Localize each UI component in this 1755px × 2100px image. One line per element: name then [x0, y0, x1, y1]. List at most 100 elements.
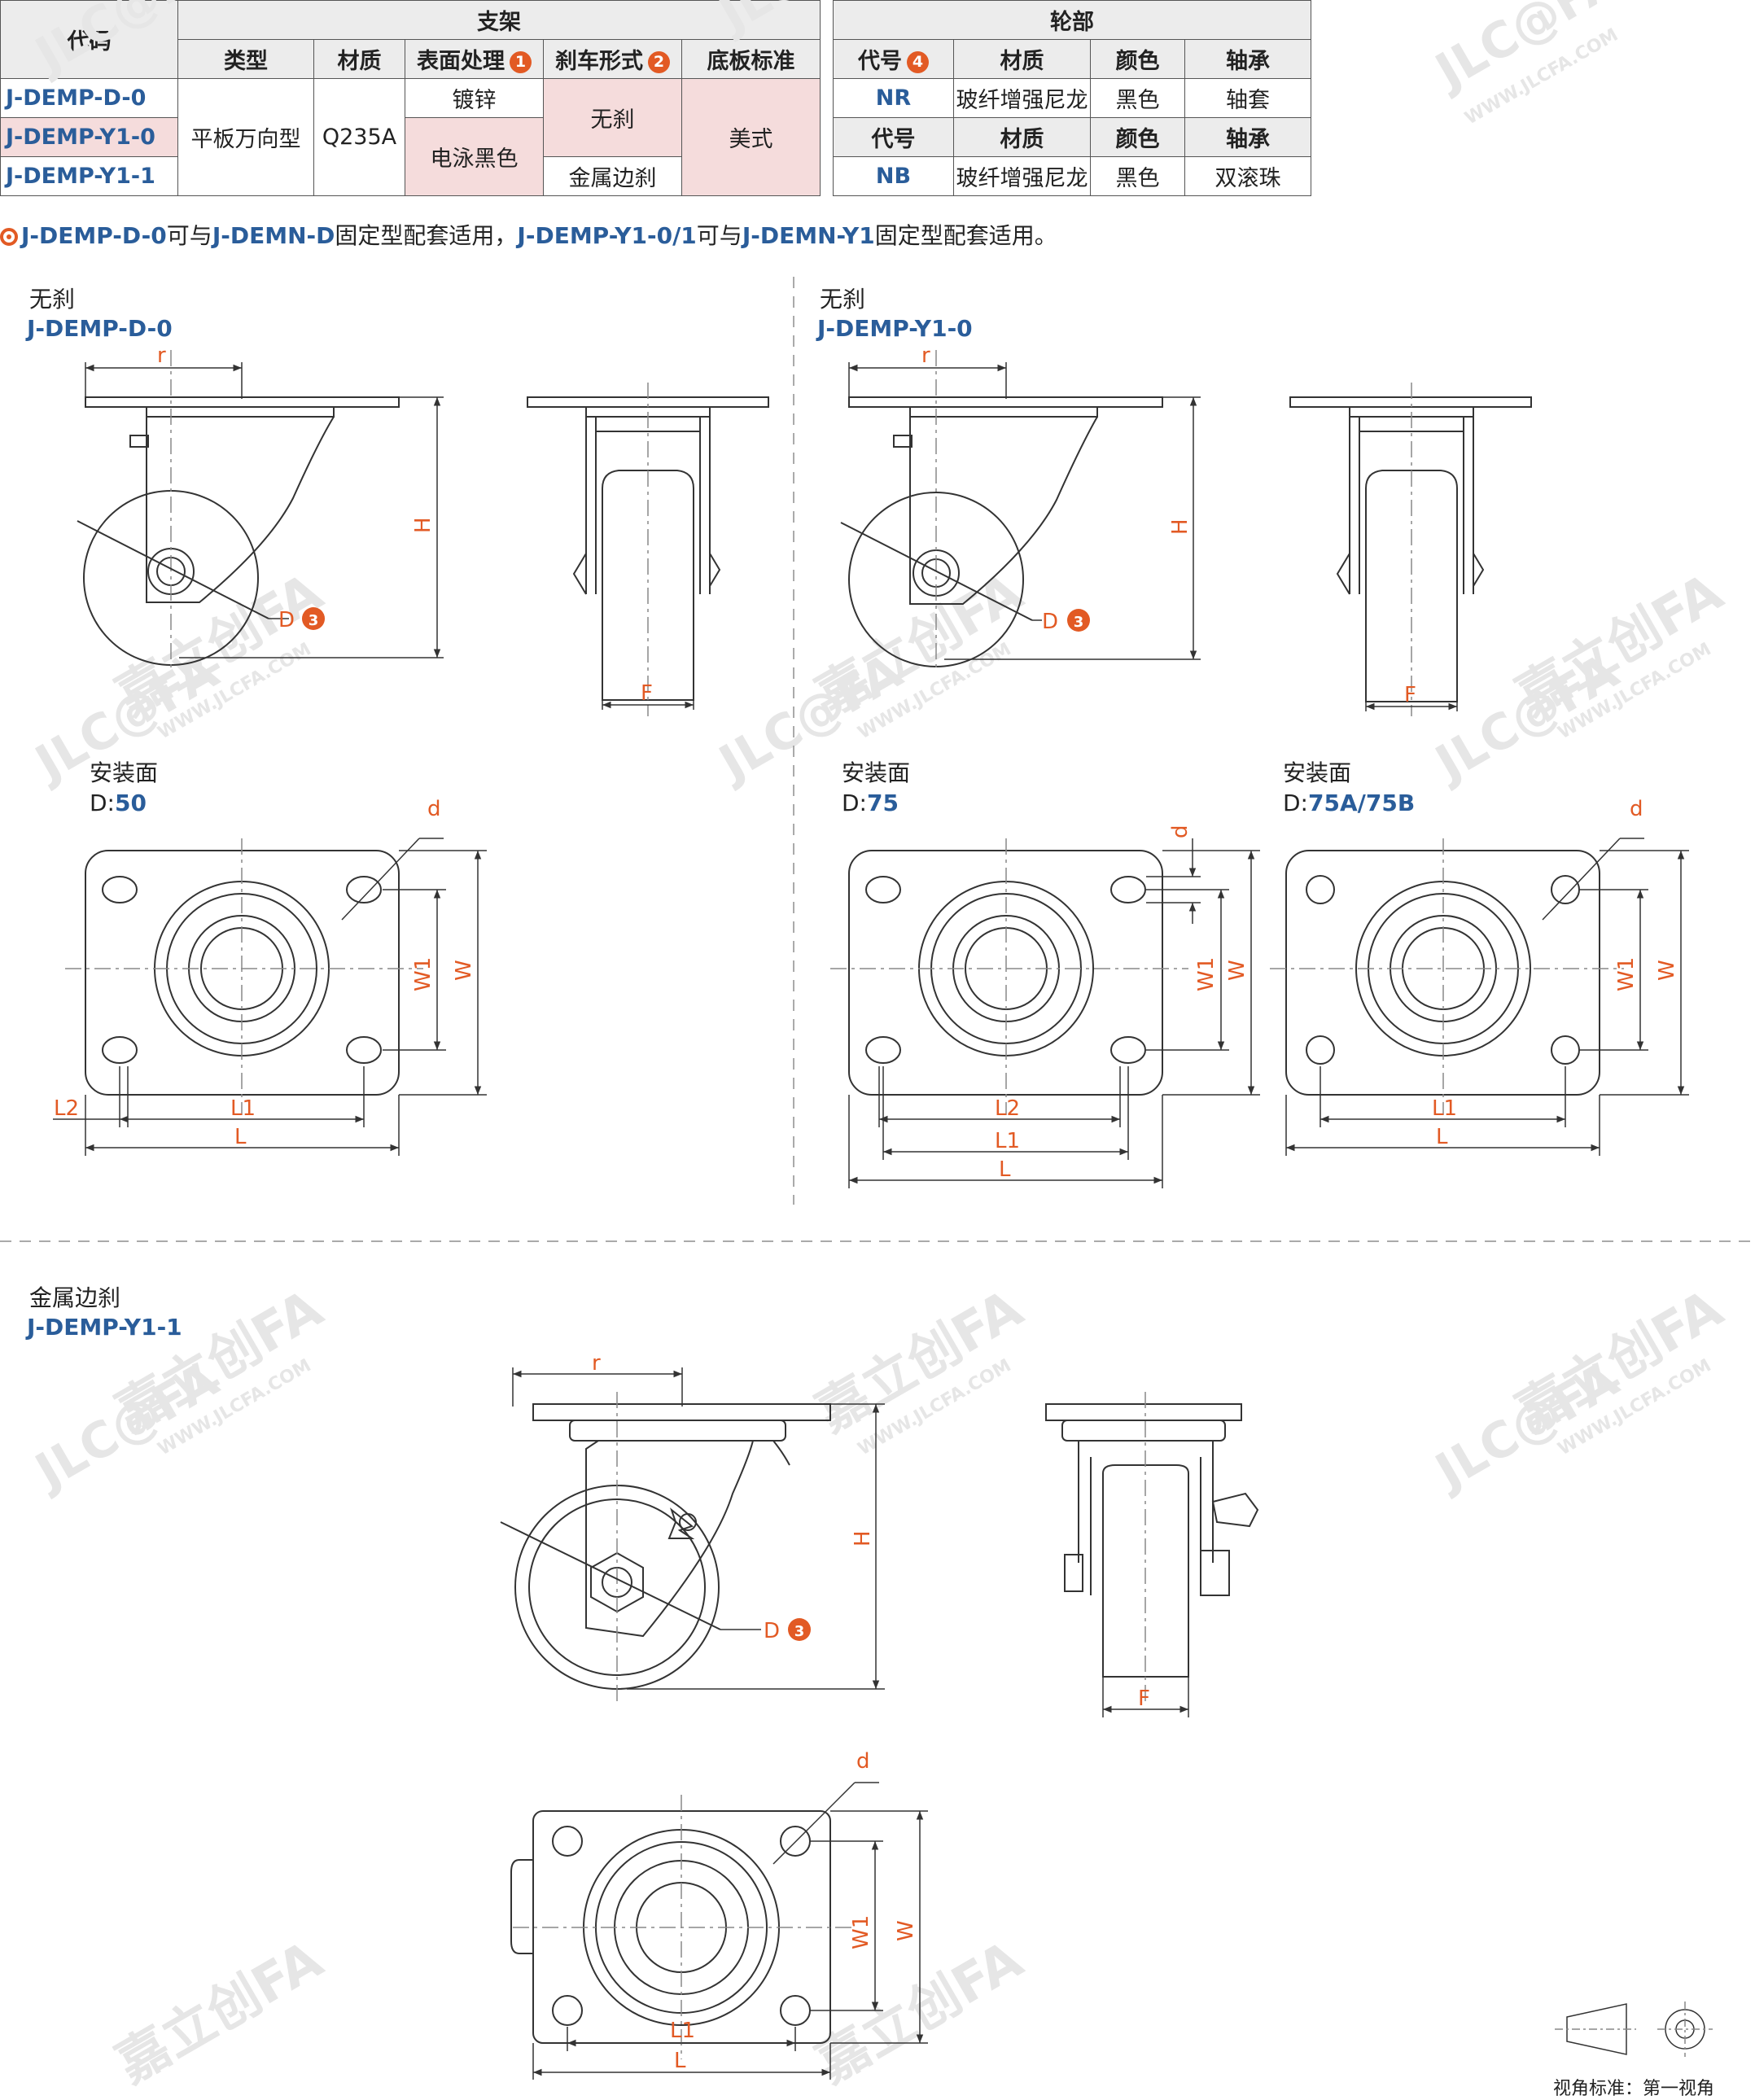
cell-wheel-code: NB: [833, 156, 954, 196]
caster-side-view-b: [840, 350, 1163, 669]
dim-H: H: [1168, 518, 1193, 535]
mark-2-icon: 2: [648, 51, 670, 73]
cell-wheel-code: NR: [833, 78, 954, 118]
dim-W1: W1: [849, 1915, 873, 1949]
svg-text:JLC@FA: JLC@FA: [707, 0, 912, 45]
dim-F: F: [641, 681, 653, 706]
caster-front-view-a: [527, 383, 769, 716]
cell-brake-none: 无刹: [543, 78, 682, 157]
header-base: 底板标准: [681, 39, 821, 79]
compat-note: J-DEMP-D-0可与J-DEMN-D固定型配套适用，J-DEMP-Y1-0/…: [0, 218, 1057, 251]
mark-3-icon: [1067, 609, 1090, 632]
row-code: J-DEMP-D-0: [0, 78, 178, 118]
dim-lines-a: [85, 362, 444, 658]
table-gap: [820, 0, 834, 196]
caster-side-view-c: [500, 1392, 831, 1705]
dim-d: d: [1630, 797, 1643, 821]
dim-W: W: [1225, 960, 1250, 981]
dim-L1: L1: [995, 1129, 1020, 1153]
row-code: J-DEMP-Y1-1: [0, 156, 178, 196]
cell-surface-black: 电泳黑色: [405, 117, 544, 196]
dim-W1: W1: [411, 957, 435, 991]
mark-4-icon: 4: [907, 51, 929, 73]
header-wheel: 轮部: [833, 0, 1311, 40]
mount-d75: D:75: [842, 790, 899, 816]
dim-D: D: [764, 1619, 780, 1643]
mount-label: 安装面: [842, 759, 911, 786]
view-c-code: J-DEMP-Y1-1: [27, 1314, 182, 1341]
mount-d50: D:50: [90, 790, 147, 816]
caster-side-view-a: [77, 350, 400, 667]
svg-text:3: 3: [309, 612, 319, 629]
dim-W1: W1: [1194, 957, 1219, 991]
header-code: 代码: [0, 0, 178, 79]
caster-front-view-b: [1289, 383, 1532, 716]
view-b-title: 无刹: [820, 286, 866, 313]
view-a-title: 无刹: [29, 286, 76, 313]
dim-D: D: [1042, 610, 1058, 634]
dim-d: d: [427, 797, 441, 821]
dim-W: W: [894, 1920, 918, 1941]
mount-plate-d75ab: [1270, 838, 1624, 1115]
header-material: 材质: [313, 39, 405, 79]
view-c-title: 金属边刹: [29, 1284, 121, 1311]
dim-H: H: [851, 1530, 875, 1547]
header-wheel-color: 颜色: [1090, 39, 1185, 79]
view-b-code: J-DEMP-Y1-0: [817, 315, 973, 342]
svg-text:JLC@FA: JLC@FA: [24, 0, 228, 85]
dim-d: d: [1168, 825, 1193, 838]
target-icon: [0, 228, 18, 246]
cell-wheel-bearing: 双滚珠: [1184, 156, 1311, 196]
dim-F: F: [1404, 683, 1416, 707]
dim-r: r: [157, 343, 166, 368]
dim-L1: L1: [670, 2019, 695, 2043]
header-wheel-material: 材质: [953, 39, 1091, 79]
dim-W: W: [452, 960, 476, 981]
svg-text:3: 3: [1074, 614, 1084, 631]
cell-type: 平板万向型: [177, 78, 314, 196]
cell-brake-metal: 金属边刹: [543, 156, 682, 196]
dim-L2: L2: [995, 1096, 1020, 1121]
dim-D: D: [278, 608, 295, 632]
dim-W1: W1: [1614, 957, 1639, 991]
dim-r: r: [921, 343, 930, 368]
dim-H: H: [411, 517, 435, 533]
svg-text:3: 3: [794, 1623, 805, 1640]
mark-1-icon: 1: [510, 51, 532, 73]
dim-L: L: [1436, 1125, 1448, 1149]
dim-L1: L1: [1432, 1096, 1457, 1121]
dim-F: F: [1138, 1687, 1150, 1711]
cell-surface-zinc: 镀锌: [405, 78, 544, 118]
cell-material: Q235A: [313, 78, 405, 196]
dim-L: L: [674, 2049, 686, 2073]
projection-standard: 视角标准：第一视角: [1553, 2079, 1715, 2099]
mount-plate-d50: [65, 838, 423, 1115]
mark-3-icon: [788, 1618, 811, 1641]
dim-L: L: [234, 1125, 247, 1149]
cell-wheel-material: 玻纤增强尼龙: [953, 78, 1091, 118]
view-a-code: J-DEMP-D-0: [27, 315, 173, 342]
header-bracket: 支架: [177, 0, 821, 40]
cell-base: 美式: [681, 78, 821, 196]
header-wheel-bearing: 轴承: [1184, 117, 1311, 157]
mount-label: 安装面: [90, 759, 159, 786]
header-wheel-bearing: 轴承: [1184, 39, 1311, 79]
row-code: J-DEMP-Y1-0: [0, 117, 178, 157]
dim-L1: L1: [230, 1096, 256, 1121]
dim-L2: L2: [54, 1096, 79, 1121]
dim-L: L: [999, 1157, 1011, 1182]
mount-label: 安装面: [1283, 759, 1352, 786]
mount-plate-d75: [830, 838, 1188, 1115]
projection-symbol-icon: [1555, 2002, 1713, 2057]
svg-text:嘉立创FA: 嘉立创FA: [107, 1930, 333, 2095]
cell-wheel-material: 玻纤增强尼龙: [953, 156, 1091, 196]
dim-r: r: [592, 1351, 601, 1376]
mount-d75ab: D:75A/75B: [1283, 790, 1416, 816]
header-wheel-color: 颜色: [1090, 117, 1185, 157]
cell-wheel-color: 黑色: [1090, 78, 1185, 118]
